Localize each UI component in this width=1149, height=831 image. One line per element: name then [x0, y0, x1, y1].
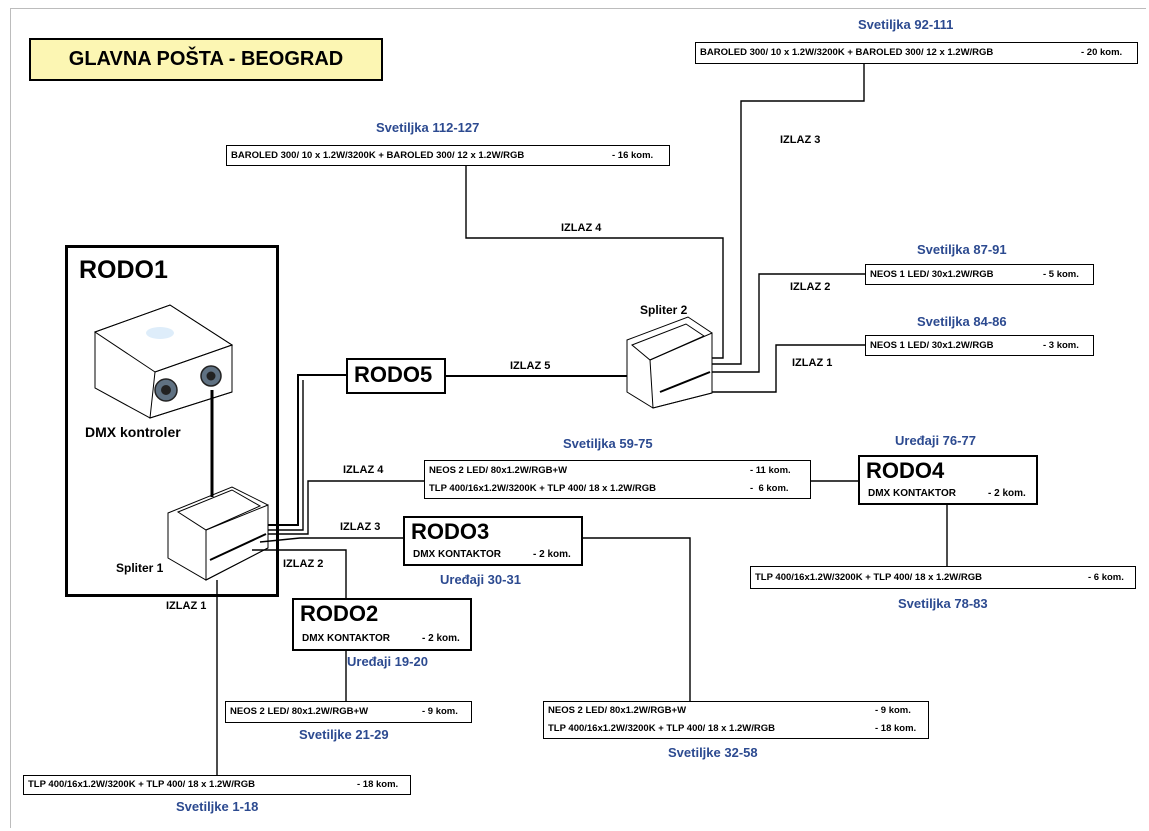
rodo3-box: RODO3 DMX KONTAKTOR - 2 kom. — [403, 516, 583, 566]
fixture-112-127-spec: BAROLED 300/ 10 x 1.2W/3200K + BAROLED 3… — [226, 145, 670, 166]
rodo1-frame — [65, 245, 279, 597]
fixture-59-75-qty-2: - 6 kom. — [750, 483, 789, 494]
fixture-87-91-text: NEOS 1 LED/ 30x1.2W/RGB — [870, 269, 994, 280]
wire-rodo5 — [268, 374, 346, 526]
page-title: GLAVNA POŠTA - BEOGRAD — [29, 38, 383, 81]
fixture-21-29-caption: Svetiljke 21-29 — [299, 727, 389, 742]
wire-bundle-a — [268, 380, 304, 531]
fixture-78-83-spec: TLP 400/16x1.2W/3200K + TLP 400/ 18 x 1.… — [750, 566, 1136, 589]
fixture-92-111-spec: BAROLED 300/ 10 x 1.2W/3200K + BAROLED 3… — [695, 42, 1138, 64]
rodo5-name: RODO5 — [354, 362, 433, 387]
wire-sp1-izlaz4 — [268, 480, 424, 535]
fixture-59-75-qty-1: - 11 kom. — [750, 465, 791, 476]
fixture-84-86-spec: NEOS 1 LED/ 30x1.2W/RGB - 3 kom. — [865, 335, 1094, 356]
sp1-izlaz3-label: IZLAZ 3 — [340, 521, 381, 533]
fixture-1-18-caption: Svetiljke 1-18 — [176, 799, 259, 814]
sp1-izlaz4-label: IZLAZ 4 — [343, 464, 384, 476]
rodo4-sub: DMX KONTAKTOR — [868, 488, 956, 499]
rodo3-caption: Uređaji 30-31 — [440, 572, 521, 587]
fixture-84-86-caption: Svetiljka 84-86 — [917, 314, 1007, 329]
fixture-84-86-qty: - 3 kom. — [1043, 340, 1079, 351]
fixture-87-91-qty: - 5 kom. — [1043, 269, 1079, 280]
wire-sp2-izlaz3 — [712, 64, 865, 365]
sp2-izlaz5-label: IZLAZ 5 — [510, 360, 551, 372]
fixture-32-58-spec: NEOS 2 LED/ 80x1.2W/RGB+W - 9 kom. TLP 4… — [543, 701, 929, 739]
sp2-izlaz4-label: IZLAZ 4 — [561, 222, 602, 234]
fixture-87-91-caption: Svetiljka 87-91 — [917, 242, 1007, 257]
fixture-112-127-text: BAROLED 300/ 10 x 1.2W/3200K + BAROLED 3… — [231, 150, 525, 161]
fixture-59-75-spec: NEOS 2 LED/ 80x1.2W/RGB+W - 11 kom. TLP … — [424, 460, 811, 499]
fixture-1-18-spec: TLP 400/16x1.2W/3200K + TLP 400/ 18 x 1.… — [23, 775, 411, 795]
fixture-87-91-spec: NEOS 1 LED/ 30x1.2W/RGB - 5 kom. — [865, 264, 1094, 285]
rodo2-name: RODO2 — [300, 601, 379, 626]
fixture-1-18-qty: - 18 kom. — [357, 779, 399, 790]
fixture-32-58-text-1: NEOS 2 LED/ 80x1.2W/RGB+W — [548, 705, 687, 716]
rodo4-name: RODO4 — [866, 458, 945, 483]
rodo4-box: RODO4 DMX KONTAKTOR - 2 kom. — [858, 455, 1038, 505]
fixture-112-127-caption: Svetiljka 112-127 — [376, 120, 480, 135]
spliter1-icon — [167, 486, 269, 581]
fixture-78-83-text: TLP 400/16x1.2W/3200K + TLP 400/ 18 x 1.… — [755, 572, 982, 583]
fixture-21-29-qty: - 9 kom. — [422, 706, 458, 717]
sp2-izlaz1-label: IZLAZ 1 — [792, 357, 833, 369]
wire-sp2-izlaz4 — [465, 166, 724, 359]
spliter2-icon — [626, 316, 713, 409]
sp1-izlaz1-label: IZLAZ 1 — [166, 600, 207, 612]
fixture-32-58-qty-2: - 18 kom. — [875, 723, 917, 734]
fixture-78-83-qty: - 6 kom. — [1088, 572, 1124, 583]
rodo2-sub: DMX KONTAKTOR — [302, 633, 390, 644]
rodo1-label: RODO1 — [79, 256, 168, 284]
fixture-112-127-qty: - 16 kom. — [612, 150, 654, 161]
fixture-1-18-text: TLP 400/16x1.2W/3200K + TLP 400/ 18 x 1.… — [28, 779, 255, 790]
fixture-84-86-text: NEOS 1 LED/ 30x1.2W/RGB — [870, 340, 994, 351]
diagram-frame — [10, 8, 1146, 828]
wire-sp2-izlaz2 — [712, 273, 866, 373]
fixture-92-111-qty: - 20 kom. — [1081, 47, 1123, 58]
rodo4-qty: - 2 kom. — [988, 488, 1026, 499]
rodo4-caption: Uređaji 76-77 — [895, 433, 976, 448]
dmx-controller-label: DMX kontroler — [85, 424, 181, 440]
spliter1-label: Spliter 1 — [116, 561, 164, 575]
fixture-92-111-caption: Svetiljka 92-111 — [858, 17, 954, 32]
fixture-21-29-text: NEOS 2 LED/ 80x1.2W/RGB+W — [230, 706, 369, 717]
rodo2-qty: - 2 kom. — [422, 633, 460, 644]
wire-sp1-izlaz2 — [252, 549, 347, 598]
fixture-32-58-text-2: TLP 400/16x1.2W/3200K + TLP 400/ 18 x 1.… — [548, 723, 775, 734]
sp2-izlaz2-label: IZLAZ 2 — [790, 281, 831, 293]
fixture-21-29-spec: NEOS 2 LED/ 80x1.2W/RGB+W - 9 kom. — [225, 701, 472, 723]
fixture-59-75-text-1: NEOS 2 LED/ 80x1.2W/RGB+W — [429, 465, 568, 476]
dmx-controller-icon — [93, 304, 234, 419]
rodo2-box: RODO2 DMX KONTAKTOR - 2 kom. — [292, 598, 472, 651]
spliter2-label: Spliter 2 — [640, 303, 688, 317]
wire-sp1-izlaz3 — [259, 537, 405, 543]
fixture-59-75-caption: Svetiljka 59-75 — [563, 436, 653, 451]
rodo5-box: RODO5 — [346, 358, 446, 394]
fixture-78-83-caption: Svetiljka 78-83 — [898, 596, 988, 611]
fixture-59-75-text-2: TLP 400/16x1.2W/3200K + TLP 400/ 18 x 1.… — [429, 483, 656, 494]
wire-sp2-izlaz1 — [712, 344, 866, 393]
sp2-izlaz3-label: IZLAZ 3 — [780, 134, 821, 146]
rodo3-name: RODO3 — [411, 519, 490, 544]
sp1-izlaz2-label: IZLAZ 2 — [283, 558, 324, 570]
rodo3-qty: - 2 kom. — [533, 549, 571, 560]
fixture-32-58-caption: Svetiljke 32-58 — [668, 745, 758, 760]
fixture-32-58-qty-1: - 9 kom. — [875, 705, 911, 716]
wire-rodo3-fixtures — [583, 537, 691, 701]
rodo3-sub: DMX KONTAKTOR — [413, 549, 501, 560]
rodo2-caption: Uređaji 19-20 — [347, 654, 428, 669]
fixture-92-111-text: BAROLED 300/ 10 x 1.2W/3200K + BAROLED 3… — [700, 47, 994, 58]
